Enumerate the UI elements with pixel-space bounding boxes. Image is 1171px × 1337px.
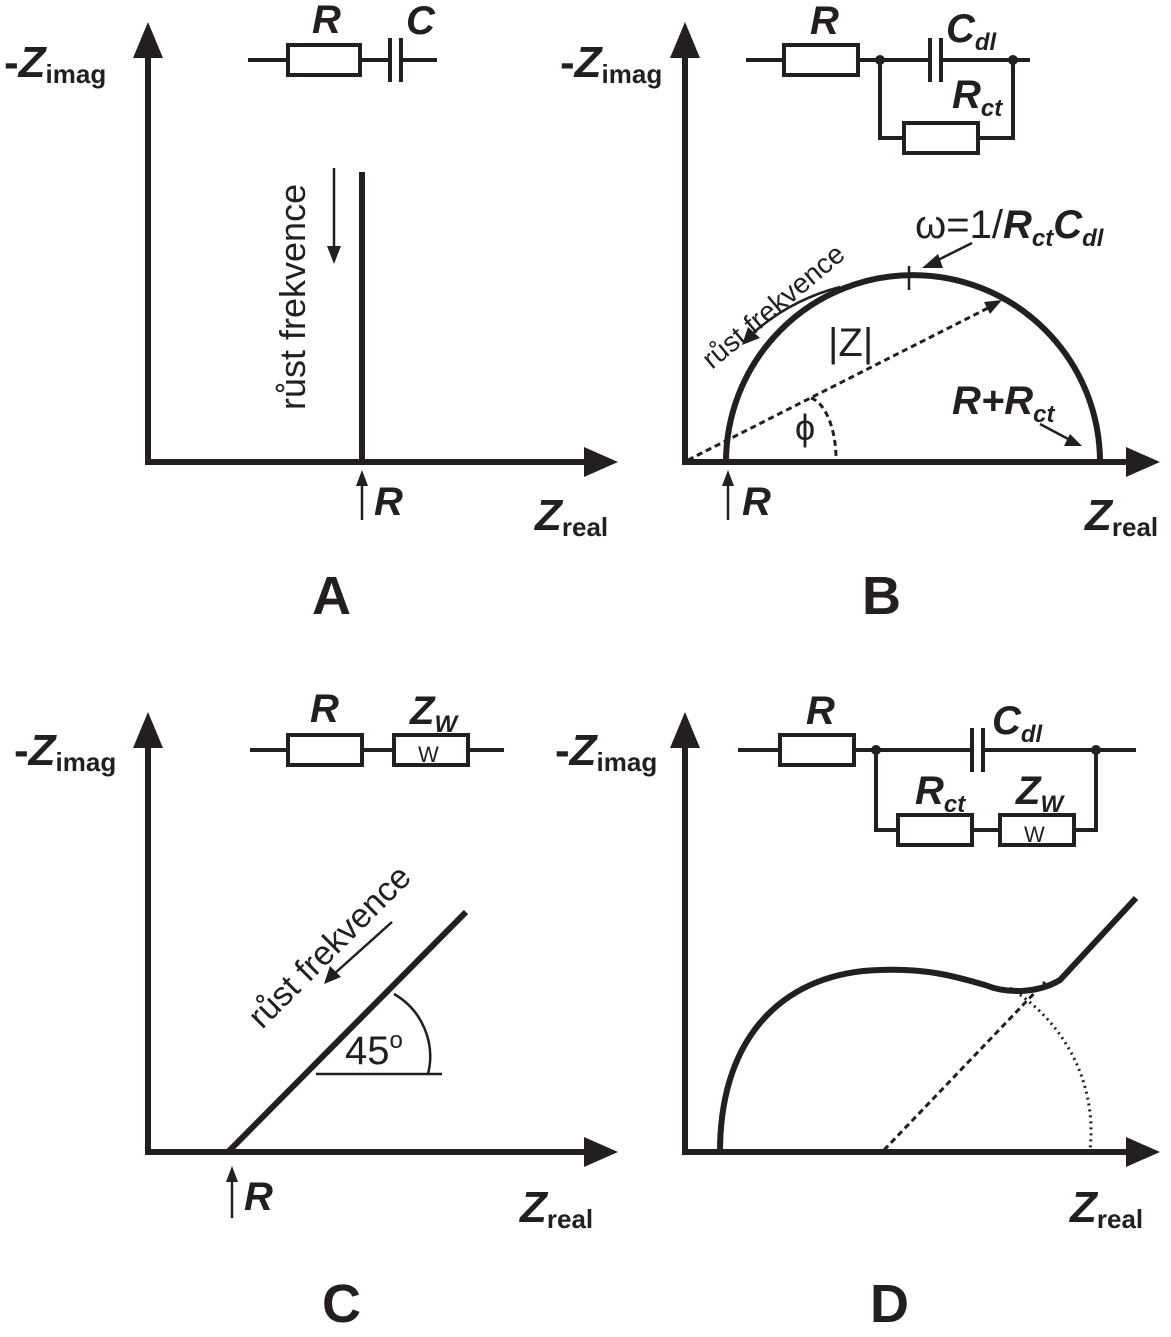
panel-c-y-label: -Zimag [14, 726, 116, 777]
panel-b-omega-label: ω=1/RctCdl [915, 203, 1105, 252]
panel-d-x-arrowhead [1126, 1137, 1160, 1167]
resistor-rct [902, 121, 980, 155]
resistor-rct [896, 813, 974, 847]
panel-b-letter: B [862, 566, 901, 626]
panel-d-circuit: W R Cdl Rct ZW [738, 689, 1136, 847]
panel-a-y-label: -Zimag [4, 38, 106, 89]
panel-d-ideal-semicircle [1009, 986, 1093, 1151]
panel-c: -Zimag Zreal W R ZW 45o růst frekvence R… [14, 687, 618, 1334]
panel-a-freq-arrowhead [327, 246, 341, 264]
panel-b-x-arrowhead [1126, 447, 1160, 477]
panel-b-r-marker-head [722, 470, 734, 486]
panel-b-freq-arrow [751, 285, 841, 335]
panel-c-r-label: R [244, 1175, 273, 1219]
warburg-symbol: W [418, 742, 439, 767]
panel-d-extrapolation [882, 980, 1047, 1152]
label-c: C [406, 0, 436, 43]
label-zw: ZW [1015, 769, 1065, 818]
label-rct: Rct [915, 769, 966, 818]
panel-c-x-label: Zreal [518, 1183, 593, 1234]
panel-a-letter: A [312, 566, 351, 626]
warburg-symbol: W [1024, 822, 1045, 847]
resistor-r [286, 733, 364, 767]
panel-c-r-marker-head [226, 1166, 238, 1182]
label-zw: ZW [409, 689, 459, 738]
label-rct: Rct [952, 73, 1003, 122]
label-cdl: Cdl [992, 699, 1044, 748]
panel-b-modulus-arrowhead [984, 300, 1002, 314]
panel-d-x-label: Zreal [1068, 1183, 1143, 1234]
panel-b-sum-label: R+Rct [952, 379, 1055, 428]
panel-b: -Zimag Zreal R Cdl Rct |Z| ϕ [560, 0, 1160, 626]
panel-b-circuit: R Cdl Rct [746, 0, 1030, 155]
panel-b-y-arrowhead [670, 22, 700, 58]
panel-b-sum-pointer-head [1064, 434, 1082, 446]
panel-d: -Zimag Zreal W R Cdl Rct ZW D [555, 689, 1160, 1334]
resistor-r [286, 43, 362, 77]
panel-a-x-arrowhead [584, 447, 618, 477]
panel-c-x-arrowhead [584, 1137, 618, 1167]
panel-a: -Zimag Zreal R C růst frekvence R A [4, 0, 618, 626]
label-r: R [310, 687, 339, 731]
panel-c-warburg-line [225, 909, 469, 1155]
label-r: R [810, 0, 839, 43]
panel-a-r-marker-head [356, 470, 368, 486]
panel-c-circuit: W R ZW [250, 687, 504, 767]
panel-a-y-arrowhead [133, 22, 163, 58]
panel-a-freq-label: růst frekvence [272, 184, 313, 410]
panel-b-modulus-vector [687, 305, 991, 462]
panel-d-y-label: -Zimag [555, 726, 657, 777]
panel-b-r-label: R [742, 480, 771, 524]
panel-d-y-arrowhead [670, 712, 700, 748]
panel-d-curve [717, 895, 1139, 1153]
panel-c-y-arrowhead [133, 712, 163, 748]
label-r: R [312, 0, 341, 42]
panel-b-y-label: -Zimag [560, 38, 662, 89]
panel-b-phase-label: ϕ [795, 407, 815, 448]
panel-c-angle-label: 45o [345, 1027, 403, 1073]
panel-a-r-label: R [374, 480, 403, 524]
panel-b-freq-arrowhead [742, 327, 760, 345]
resistor-r [778, 733, 856, 767]
resistor-r [782, 43, 860, 77]
panel-a-x-label: Zreal [533, 491, 608, 542]
panel-b-omega-pointer-head [922, 254, 943, 268]
panel-b-phase-arc [810, 396, 838, 463]
label-r: R [806, 689, 835, 733]
panel-c-freq-arrowhead [324, 966, 341, 984]
panel-b-omega-pointer [933, 241, 973, 264]
panel-b-x-label: Zreal [1083, 491, 1158, 542]
panel-a-circuit: R C [248, 0, 437, 82]
label-cdl: Cdl [946, 7, 998, 56]
panel-c-angle-arc [393, 992, 432, 1075]
panel-b-semicircle [723, 272, 1103, 463]
panel-c-letter: C [322, 1274, 361, 1334]
panel-c-freq-label: růst frekvence [241, 858, 419, 1036]
panel-b-sum-pointer [1039, 422, 1071, 442]
panel-d-letter: D [870, 1274, 909, 1334]
panel-c-freq-arrow [333, 921, 393, 975]
panel-b-modulus-label: |Z| [828, 321, 873, 365]
